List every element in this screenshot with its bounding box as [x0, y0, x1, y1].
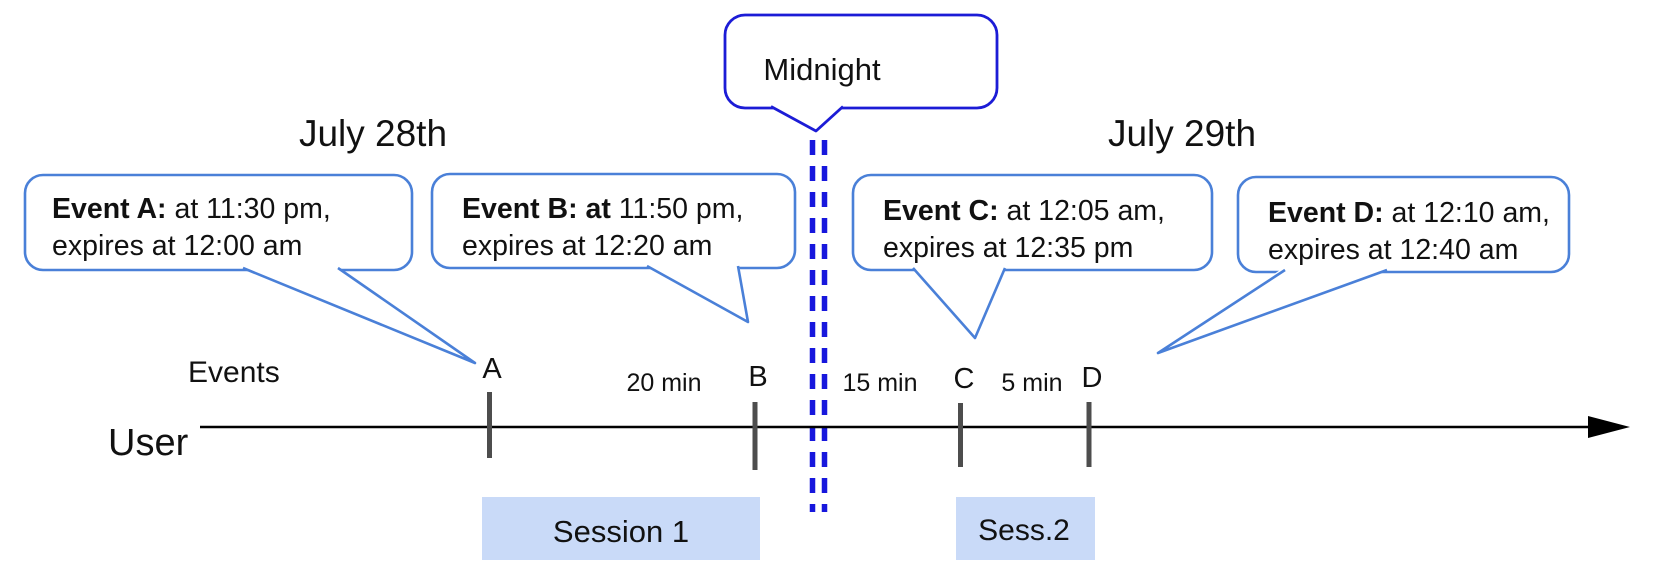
midnight-callout: Midnight [723, 13, 999, 133]
session-2-label: Sess.2 [978, 514, 1070, 547]
event-c-callout: Event C: at 12:05 am, expires at 12:35 p… [851, 173, 1214, 340]
event-d-line1: Event D: at 12:10 am, [1268, 197, 1550, 229]
event-c-line2: expires at 12:35 pm [883, 232, 1133, 264]
event-a-line2: expires at 12:00 am [52, 230, 302, 262]
event-a-callout: Event A: at 11:30 pm, expires at 12:00 a… [23, 173, 477, 365]
day-title-july-29: July 29th [1108, 113, 1256, 154]
tick-label-b: B [748, 361, 767, 393]
session-1-label: Session 1 [553, 514, 689, 549]
interval-label-15min: 15 min [842, 369, 917, 397]
user-timeline-arrow [200, 416, 1630, 438]
midnight-label: Midnight [763, 52, 881, 87]
user-axis-label: User [108, 422, 189, 464]
session-1-box: Session 1 [482, 497, 760, 560]
event-b-callout: Event B: at 11:50 pm, expires at 12:20 a… [430, 172, 797, 324]
event-b-line1: Event B: at 11:50 pm, [462, 193, 743, 225]
events-axis-label: Events [188, 356, 280, 389]
interval-label-20min: 20 min [626, 369, 701, 397]
day-title-july-28: July 28th [299, 113, 447, 154]
event-d-callout: Event D: at 12:10 am, expires at 12:40 a… [1156, 175, 1571, 355]
session-2-box: Sess.2 [956, 497, 1095, 560]
tick-label-c: C [954, 363, 975, 395]
event-c-line1: Event C: at 12:05 am, [883, 195, 1165, 227]
tick-label-d: D [1082, 362, 1103, 394]
interval-label-5min: 5 min [1001, 369, 1062, 397]
event-b-line2: expires at 12:20 am [462, 230, 712, 262]
arrowhead-icon [1588, 416, 1630, 438]
tick-label-a: A [482, 353, 502, 385]
event-a-line1: Event A: at 11:30 pm, [52, 193, 331, 225]
event-d-line2: expires at 12:40 am [1268, 234, 1518, 266]
